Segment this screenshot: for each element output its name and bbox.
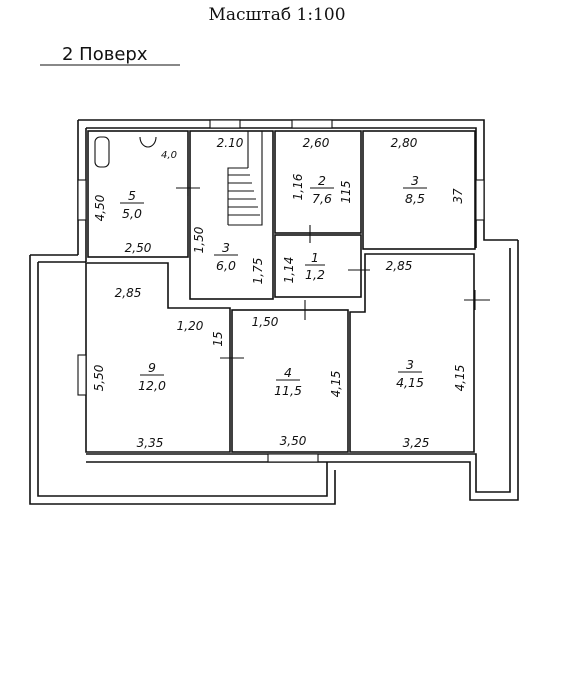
dim-label: 1,75	[251, 258, 265, 285]
dim-label: 4,15	[453, 365, 467, 392]
room-number: 3	[222, 240, 230, 255]
room-number: 9	[148, 360, 156, 375]
dim-label: 2,80	[391, 136, 418, 150]
door-marks	[176, 180, 490, 359]
room-number: 5	[128, 188, 136, 203]
dim-label: 1,16	[291, 173, 305, 200]
dim-label: 3,50	[280, 434, 307, 448]
dim-label: 4,50	[93, 194, 107, 221]
outer-walls	[29, 119, 519, 505]
room-area: 5,0	[122, 206, 142, 221]
dim-label: 2,85	[115, 286, 142, 300]
dim-label: 1,50	[252, 315, 279, 329]
dim-label: 5,50	[92, 364, 106, 391]
room-area: 11,5	[274, 383, 302, 398]
dim-label: 4,0	[161, 150, 177, 161]
dimension-labels: 2,50 4,50 4,0 2.10 1,50 1,75 2,60 1,16 1…	[92, 136, 467, 450]
room-number: 4	[284, 365, 292, 380]
interior-walls	[85, 130, 476, 453]
dim-label: 4,15	[329, 371, 343, 398]
room-number: 1	[311, 250, 319, 265]
room-number: 3	[411, 173, 419, 188]
room-area: 7,6	[312, 191, 332, 206]
room-area: 4,15	[396, 375, 424, 390]
room-labels: 5 5,0 3 6,0 2 7,6 3 8,5 1 1,2 9 12,0 4 1…	[120, 173, 427, 398]
dim-label: 2,50	[125, 241, 152, 255]
room-area: 6,0	[216, 258, 236, 273]
dim-label: 1,20	[177, 319, 204, 333]
stairs-icon	[227, 131, 263, 226]
dim-label: 2,60	[303, 136, 330, 150]
dim-label: 1,14	[282, 257, 296, 284]
dim-label: 37	[451, 188, 465, 204]
windows	[77, 119, 485, 463]
scale-label: Масштаб 1:100	[208, 5, 345, 25]
dim-label: 3,25	[403, 436, 430, 450]
room-area: 1,2	[305, 267, 325, 282]
dim-label: 2,85	[386, 259, 413, 273]
dim-label: 15	[211, 331, 225, 346]
room-area: 12,0	[138, 378, 166, 393]
room-area: 8,5	[405, 191, 425, 206]
dim-label: 2.10	[217, 136, 244, 150]
room-number: 2	[318, 173, 326, 188]
floor-title: 2 Поверх	[62, 44, 148, 65]
dim-label: 3,35	[137, 436, 164, 450]
toilet-icon	[94, 136, 157, 168]
dim-label: 115	[339, 181, 353, 204]
room-number: 3	[406, 357, 414, 372]
dim-label: 1,50	[192, 226, 206, 253]
